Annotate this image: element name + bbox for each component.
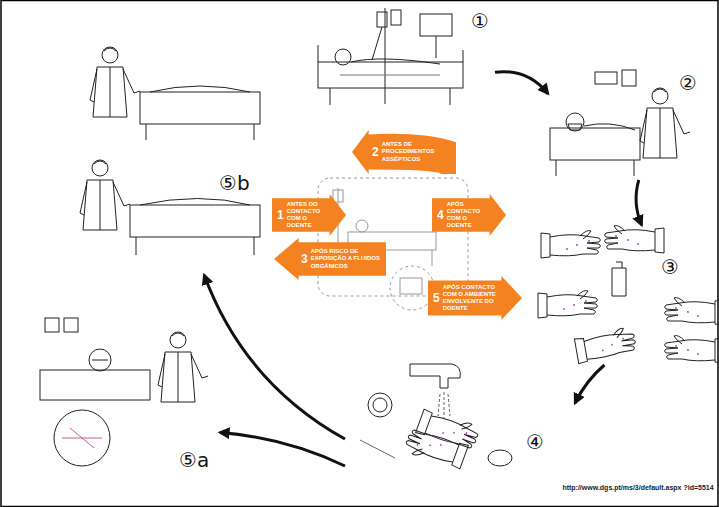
moment-arrow: 1ANTES DO CONTACTO COM O DOENTE bbox=[272, 194, 346, 236]
moment-label: ANTES DE PROCEDIMENTOS ASSÉPTICOS bbox=[382, 141, 450, 163]
moment-label: APÓS CONTACTO COM O AMBIENTE ENVOLVENTE … bbox=[443, 284, 500, 313]
moment-label: ANTES DO CONTACTO COM O DOENTE bbox=[287, 201, 329, 230]
panel-2-drawing bbox=[550, 70, 690, 176]
flow-arrow bbox=[220, 433, 345, 467]
flow-arrow bbox=[204, 275, 345, 439]
moment-number: 5 bbox=[433, 291, 440, 305]
flow-arrow bbox=[495, 72, 548, 94]
moment-arrow: 3APÓS RISCO DE EXPOSIÇÃO A FLUIDOS ORGÂN… bbox=[274, 238, 386, 280]
callout-number: ⑤a bbox=[178, 450, 210, 470]
arrow-text-row: 5APÓS CONTACTO COM O AMBIENTE ENVOLVENTE… bbox=[433, 284, 500, 313]
arrow-text-row: 4APÓS CONTACTO COM O DOENTE bbox=[437, 201, 489, 230]
flow-arrow bbox=[636, 180, 642, 225]
callout-number: ③ bbox=[660, 257, 680, 277]
panel-3-drawing bbox=[538, 226, 719, 364]
arrow-content: 2ANTES DE PROCEDIMENTOS ASSÉPTICOS bbox=[372, 130, 450, 174]
arrow-fill bbox=[272, 194, 346, 236]
moment-arrow: 5APÓS CONTACTO COM O AMBIENTE ENVOLVENTE… bbox=[428, 276, 522, 320]
arrow-fill bbox=[352, 130, 456, 174]
arrow-text-row: 1ANTES DO CONTACTO COM O DOENTE bbox=[277, 201, 329, 230]
moment-label: APÓS RISCO DE EXPOSIÇÃO A FLUIDOS ORGÂNI… bbox=[311, 248, 381, 270]
arrow-text-row: 2ANTES DE PROCEDIMENTOS ASSÉPTICOS bbox=[372, 141, 450, 163]
panel-5a-drawing bbox=[40, 318, 208, 466]
callout-number: ① bbox=[470, 11, 490, 31]
illustration-panel: ⑤b bbox=[40, 35, 268, 275]
moment-number: 1 bbox=[277, 208, 284, 222]
arrow-content: 1ANTES DO CONTACTO COM O DOENTE bbox=[277, 194, 329, 236]
source-url: http://www.dgs.pt/ms/3/default.aspx ?id=… bbox=[560, 484, 716, 493]
panel-5b-drawing bbox=[80, 47, 260, 255]
callout-number: ④ bbox=[525, 432, 545, 452]
callout-number: ⑤b bbox=[218, 173, 251, 193]
moment-number: 3 bbox=[301, 252, 308, 266]
illustration-panel: ⑤a bbox=[30, 305, 220, 475]
arrow-fill bbox=[428, 276, 522, 320]
arrow-content: 5APÓS CONTACTO COM O AMBIENTE ENVOLVENTE… bbox=[433, 276, 500, 320]
illustration-panel: ④ bbox=[345, 385, 575, 475]
moment-arrow: 4APÓS CONTACTO COM O DOENTE bbox=[432, 194, 506, 236]
arrow-content: 4APÓS CONTACTO COM O DOENTE bbox=[437, 194, 489, 236]
moment-label: APÓS CONTACTO COM O DOENTE bbox=[447, 201, 489, 230]
arrow-text-row: 3APÓS RISCO DE EXPOSIÇÃO A FLUIDOS ORGÂN… bbox=[301, 248, 381, 270]
illustration-panel: ③ bbox=[530, 225, 716, 365]
callout-number: ② bbox=[678, 73, 698, 93]
arrow-fill bbox=[274, 238, 386, 280]
panel-4-drawing bbox=[360, 364, 512, 471]
flow-arrow bbox=[575, 365, 604, 403]
panel-1-drawing bbox=[318, 8, 463, 105]
moment-arrow: 2ANTES DE PROCEDIMENTOS ASSÉPTICOS bbox=[352, 130, 456, 174]
moment-number: 4 bbox=[437, 208, 444, 222]
arrow-content: 3APÓS RISCO DE EXPOSIÇÃO A FLUIDOS ORGÂN… bbox=[301, 238, 381, 280]
moment-number: 2 bbox=[372, 145, 379, 159]
illustration-panel: ① bbox=[310, 5, 495, 117]
arrow-fill bbox=[432, 194, 506, 236]
illustration-panel: ② bbox=[548, 65, 713, 180]
